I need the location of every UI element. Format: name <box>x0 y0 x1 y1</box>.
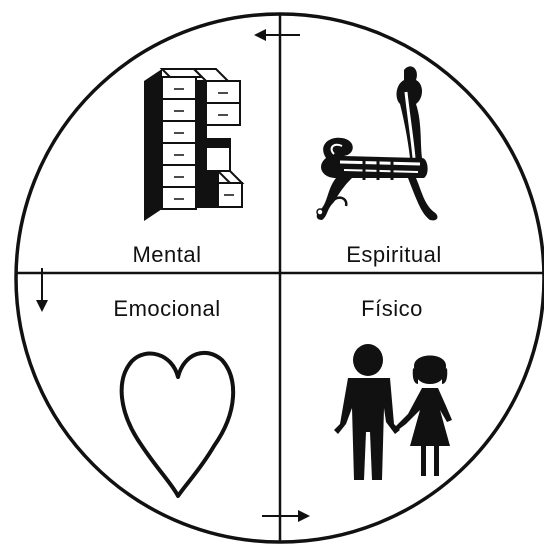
label-espiritual: Espiritual <box>346 242 441 267</box>
stacked-blocks-icon <box>144 69 242 221</box>
arrow-right-icon <box>262 510 310 522</box>
man-figure-icon <box>334 344 400 480</box>
heart-icon <box>122 353 233 496</box>
label-mental: Mental <box>132 242 201 267</box>
label-emocional: Emocional <box>113 296 220 321</box>
label-fisico: Físico <box>361 296 423 321</box>
man-and-woman-icon <box>334 344 452 480</box>
arrow-down-icon <box>36 268 48 312</box>
arrow-left-icon <box>254 29 300 41</box>
park-bench-icon <box>317 66 438 220</box>
woman-figure-icon <box>396 356 452 477</box>
